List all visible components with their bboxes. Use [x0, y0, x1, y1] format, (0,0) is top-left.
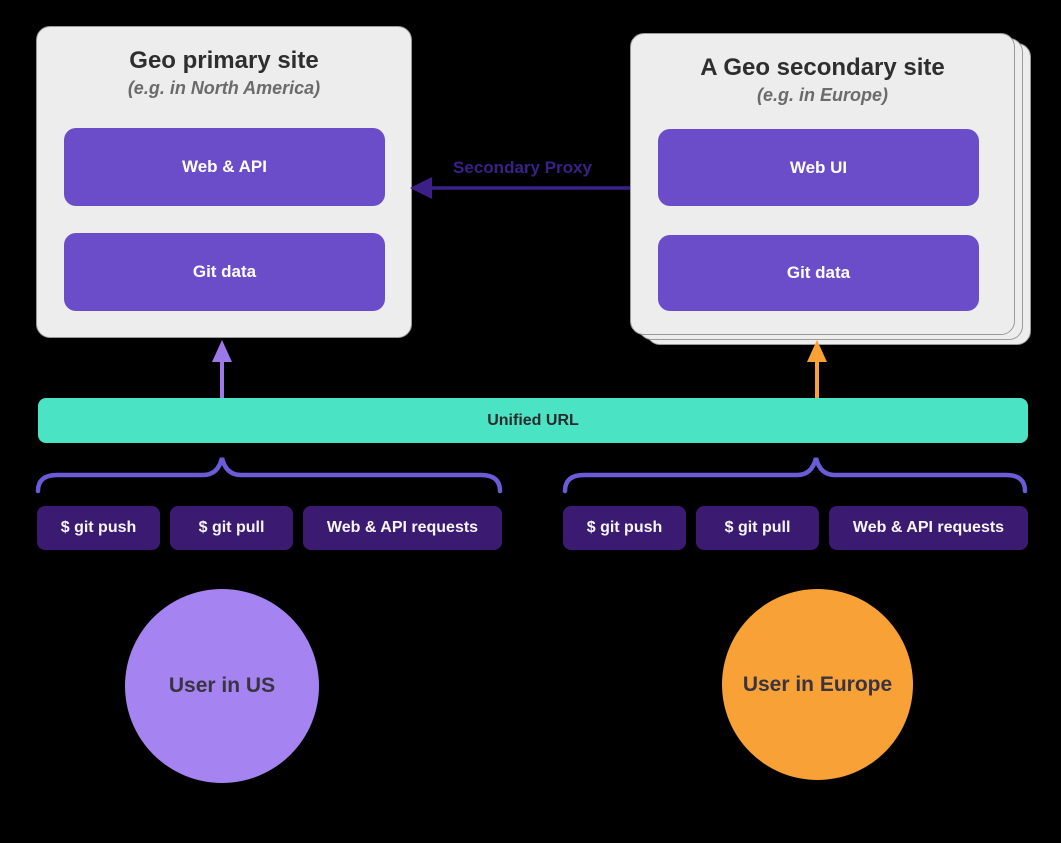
unified-to-primary-arrow — [212, 340, 232, 398]
secondary-web-ui-box: Web UI — [658, 129, 979, 206]
right-requests-brace — [562, 457, 1028, 494]
user-us-label: User in US — [168, 674, 276, 697]
unified-to-secondary-arrow — [807, 340, 827, 398]
primary-site-subtitle: (e.g. in North America) — [127, 77, 321, 98]
unified-url-bar: Unified URL — [38, 398, 1028, 443]
secondary-site-title: A Geo secondary site — [700, 54, 945, 81]
primary-web-api-box: Web & API — [64, 128, 385, 206]
request-box-web-api-right: Web & API requests — [829, 506, 1028, 550]
primary-git-data-box: Git data — [64, 233, 385, 311]
user-europe-circle: User in Europe — [722, 589, 913, 780]
request-box-git-pull-right: $ git pull — [696, 506, 819, 550]
unified-url-label: Unified URL — [487, 411, 579, 429]
user-europe-label: User in Europe — [742, 672, 893, 696]
left-requests-brace — [35, 457, 503, 494]
user-us-circle: User in US — [125, 589, 319, 783]
primary-site-card: Geo primary site (e.g. in North America)… — [36, 26, 412, 338]
request-box-git-push-right: $ git push — [563, 506, 686, 550]
primary-site-title: Geo primary site — [129, 47, 319, 74]
secondary-site-card: A Geo secondary site (e.g. in Europe) We… — [630, 33, 1015, 335]
request-box-web-api-left: Web & API requests — [303, 506, 502, 550]
request-box-git-pull-left: $ git pull — [170, 506, 293, 550]
secondary-git-data-box: Git data — [658, 235, 979, 311]
secondary-proxy-arrow — [410, 177, 630, 199]
secondary-proxy-label: Secondary Proxy — [453, 158, 592, 177]
request-box-git-push-left: $ git push — [37, 506, 160, 550]
secondary-site-subtitle: (e.g. in Europe) — [756, 84, 888, 105]
